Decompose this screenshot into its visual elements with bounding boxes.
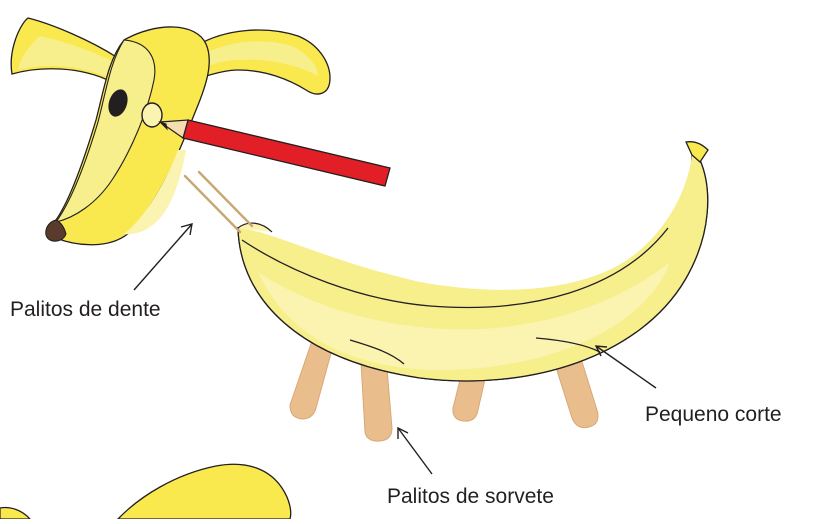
toothpicks <box>185 172 252 232</box>
eye-outline <box>142 103 162 127</box>
popsicle-sticks-label: Palitos de sorvete <box>387 486 554 507</box>
arrow-toothpicks-line <box>134 224 192 290</box>
pencil-body <box>183 120 390 186</box>
arrow-small-cut-line <box>596 346 656 388</box>
toothpicks-label: Palitos de dente <box>10 299 161 320</box>
tail-stem <box>686 142 708 162</box>
arrow-popsicle-line <box>398 428 432 474</box>
banana-head <box>11 18 330 245</box>
partial-banana-left-edge <box>0 507 30 519</box>
partial-banana-bottom <box>0 464 291 519</box>
pencil <box>160 120 390 186</box>
partial-banana-peel <box>118 464 291 519</box>
small-cut-label: Pequeno corte <box>645 404 782 425</box>
banana-body <box>238 142 708 381</box>
